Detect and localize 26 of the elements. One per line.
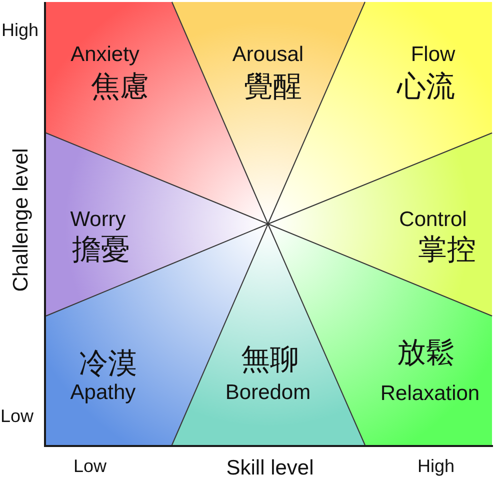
zone-name-chinese: 掌控 — [418, 235, 476, 264]
zone-name: Boredom — [225, 382, 311, 403]
zone-name: Flow — [410, 44, 456, 65]
axis-tick-label: Low — [73, 457, 107, 475]
zone-name-chinese: 放鬆 — [397, 338, 455, 367]
zone-name-chinese: 覺醒 — [244, 72, 302, 101]
sector-region — [172, 2, 365, 224]
zone-name: Relaxation — [380, 383, 480, 404]
sector-region — [46, 133, 268, 316]
zone-name: Arousal — [232, 44, 304, 65]
axis-title: Skill level — [226, 458, 314, 477]
axis-tick-label: Low — [0, 407, 34, 425]
sector-region — [268, 133, 492, 316]
zone-name: Control — [399, 209, 467, 230]
zone-name-chinese: 心流 — [397, 72, 455, 101]
axis-title: Challenge level — [10, 148, 32, 292]
sector-region — [172, 224, 365, 445]
zone-name: Worry — [70, 209, 126, 230]
zone-name: Apathy — [70, 382, 136, 403]
zone-name: Anxiety — [70, 44, 140, 65]
zone-name-chinese: 焦慮 — [91, 72, 149, 101]
axis-tick-label: High — [417, 457, 455, 475]
zone-name-chinese: 無聊 — [241, 345, 299, 374]
zone-name-chinese: 冷漠 — [79, 349, 137, 378]
zone-name-chinese: 擔憂 — [72, 235, 130, 264]
axis-tick-label: High — [1, 21, 39, 39]
